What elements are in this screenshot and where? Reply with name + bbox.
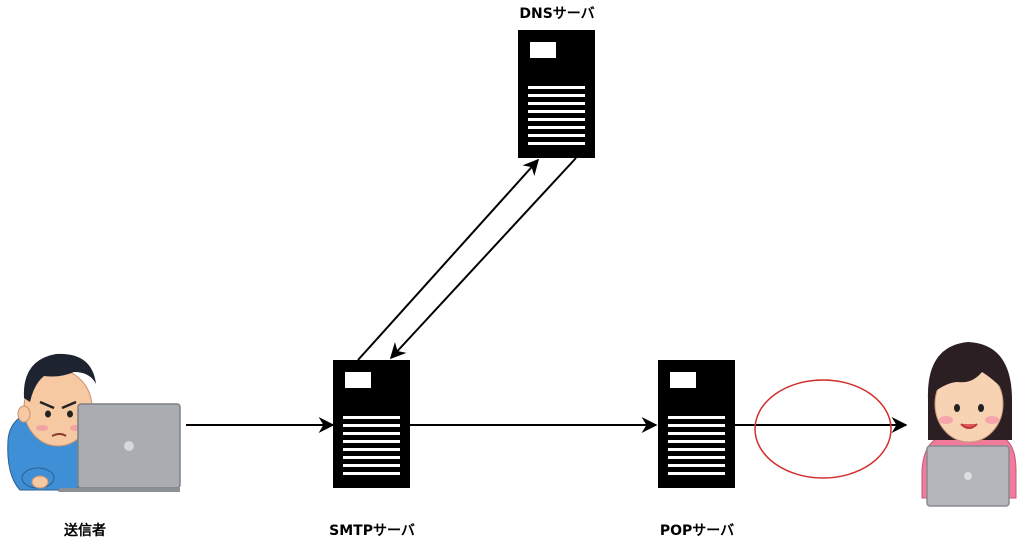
dns-server-icon (518, 30, 595, 158)
sender-person-icon (7, 353, 181, 492)
sender-label: 送信者 (64, 523, 106, 539)
pop-server-label: POPサーバ (659, 523, 735, 539)
receiver-person-icon (921, 342, 1017, 507)
smtp-server-label: SMTPサーバ (329, 523, 415, 539)
pop-server-icon (658, 360, 735, 488)
arrow-dns-to-smtp (389, 157, 577, 360)
arrow-smtp-to-dns (357, 158, 540, 361)
smtp-server-icon (333, 360, 410, 488)
dns-server-label: DNSサーバ (519, 6, 595, 22)
highlight-ellipse (754, 379, 892, 479)
